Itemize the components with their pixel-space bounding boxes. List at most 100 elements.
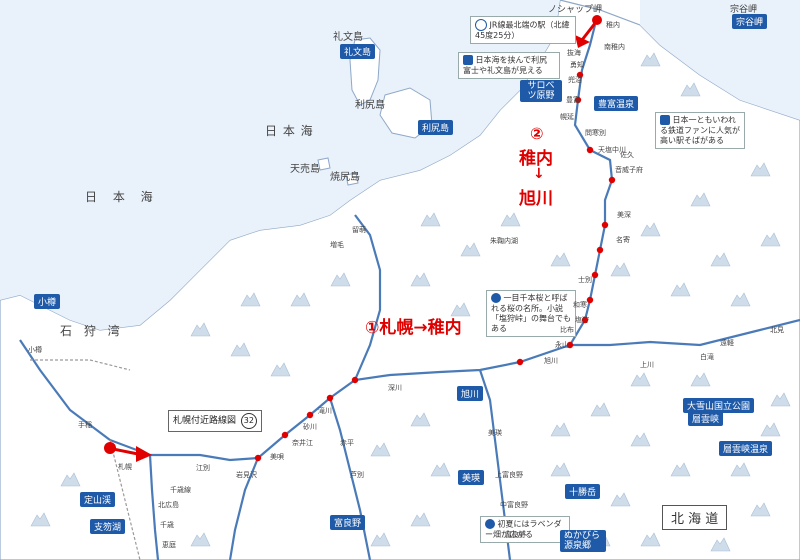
station-label-toikanbetsu: 問寒別 [585,129,606,137]
station-icon [475,19,487,31]
northernmost-text: JR線最北端の駅（北緯45度25分） [475,20,570,41]
toyotomi-badge: 豊富温泉 [594,96,639,111]
station-label-tenpoku: 天塩中川 [598,146,626,154]
station-label-wakkanai: 稚内 [606,21,620,29]
route-station-dot [516,358,524,366]
sapporo-vicinity-number: 32 [240,413,257,429]
station-label-toyotomi: 豊富 [566,96,580,104]
region-label: 北 海 道 [662,505,728,530]
mountain-icon [710,537,731,552]
daisetsu-badge: 大雪山国立公園 [683,398,755,413]
station-label-mashike: 増毛 [330,241,344,249]
mountain-icon [640,532,661,547]
station-label-shiokari: 塩狩 [575,316,589,324]
route1-label: ①札幌→稚内 [365,318,462,338]
station-label-kitami: 北見 [770,326,784,334]
route-station-dot [326,394,334,402]
sea-label-north: 日 本 海 [265,124,314,138]
nemuro-line [228,457,260,560]
mountain-icon [750,162,771,177]
sekihoku-main-line [570,318,800,347]
station-label-horonobe: 幌延 [560,113,574,121]
mountain-icon [730,292,751,307]
mountain-icon [630,432,651,447]
nukabira-badge: ぬかびら源泉郷 [560,530,606,552]
station-label-kabutonuma: 兜沼 [568,76,582,84]
mountain-icon [450,302,471,317]
route-station-dot [591,271,599,279]
mountain-icon [590,402,611,417]
route-station-dot [596,246,604,254]
wakkanai-dot [592,15,602,25]
rebun-badge: 礼文島 [340,44,376,59]
route-station-dot [306,411,314,419]
railfan-callout: 日本一ともいわれる鉄道ファンに人気が高い駅そばがある [655,112,745,149]
station-label-asahikawa: 旭川 [544,357,558,365]
mountain-icon [240,292,261,307]
route2-from: 稚内 [519,149,553,169]
sapporo-vicinity-box[interactable]: 札幌付近路線図 32 [168,410,262,432]
dashed-line-2 [30,359,131,371]
mountain-icon [730,462,751,477]
route2-to: 旭川 [519,189,553,209]
route-station-dot [576,71,584,79]
teuri-island-shape [317,157,331,171]
mountain-icon [190,532,211,547]
mountain-icon [640,222,661,237]
yagishiri-island-shape [345,172,359,186]
furano-badge: 富良野 [330,515,366,530]
sarobetsu-badge: サロベツ原野 [520,80,562,102]
station-label-sapporo: 札幌 [118,463,132,471]
mountain-icon [640,52,661,67]
northernmost-callout: JR線最北端の駅（北緯45度25分） [470,16,576,44]
jozankei-badge: 定山渓 [80,492,116,507]
mountain-icon [710,252,731,267]
mountain-icon [460,242,481,257]
bay-label: 石 狩 湾 [60,324,124,338]
dashed-line-1 [109,439,141,560]
noodle-icon [660,115,670,125]
mountain-icon [410,512,431,527]
arrow-head-icon [136,446,152,462]
station-label-pippu: 比布 [560,326,574,334]
route-station-dots [254,71,616,462]
route-station-dot [601,221,609,229]
route-station-dot [581,316,589,324]
mountain-icon [610,492,631,507]
biei-badge: 美瑛 [458,470,485,485]
mountain-icon [670,282,691,297]
station-label-sunagawa: 砂川 [303,423,317,431]
noshappu-label: ノシャップ岬 [548,5,603,15]
rishiri-badge: 利尻島 [418,120,454,135]
chitose-line [148,454,160,560]
tokachidake-badge: 十勝岳 [565,484,601,499]
station-label-shirataki: 白滝 [700,353,714,361]
asahikawa-badge: 旭川 [457,386,484,401]
station-label-fukagawa: 深川 [388,384,402,392]
station-label-akabira: 赤平 [340,439,354,447]
station-label-nagayama: 永山 [555,341,569,349]
mountain-icon [760,422,781,437]
mountain-icon [670,462,691,477]
mountain-icon [60,472,81,487]
rishiri-label: 利尻島 [355,100,385,111]
soya-label: 宗谷岬 [730,5,758,15]
mountain-icon [30,512,51,527]
route-station-dot [281,431,289,439]
mountain-icon [610,262,631,277]
soun-badge: 層雲峡 [688,411,724,426]
route-station-dot [566,341,574,349]
hakodate-main-line [109,343,571,462]
mountain-icon [270,362,291,377]
route2-arrow: ↓ [533,166,545,182]
mountain-icon [370,442,391,457]
mountain-icon [410,412,431,427]
station-label-shibetsu: 士別 [578,276,592,284]
lavender-callout: 初夏にはラベンダー畑が広がる [480,516,570,543]
sea-label-west: 日 本 海 [85,190,159,204]
otaru-line [19,339,111,441]
mountain-icon [190,322,211,337]
flower-icon [491,293,501,303]
station-label-bakkai: 抜海 [567,49,581,57]
station-label-takikawa: 滝川 [318,407,332,415]
